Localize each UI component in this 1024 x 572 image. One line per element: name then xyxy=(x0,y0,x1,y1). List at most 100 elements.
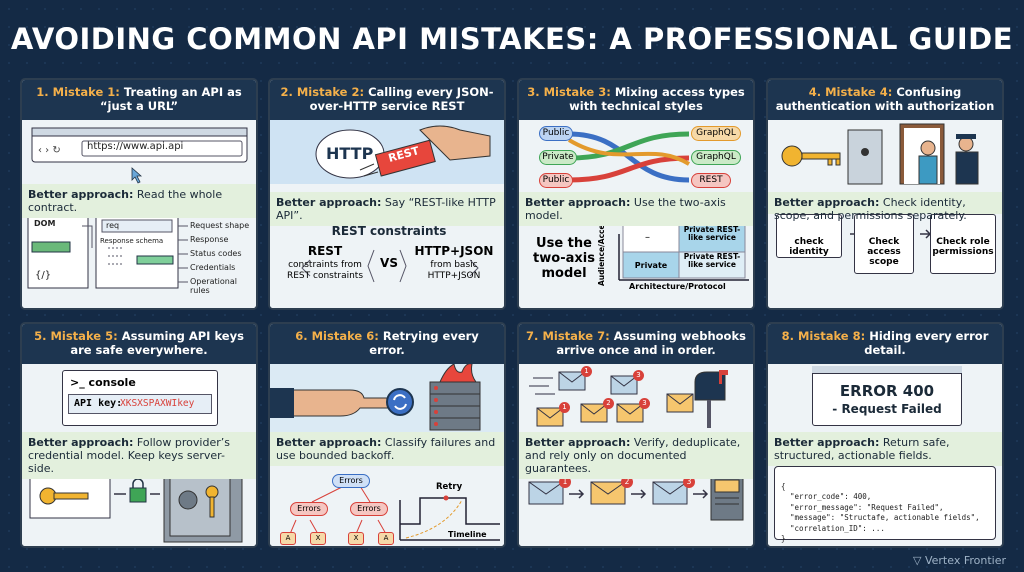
card-header: 5. Mistake 5: Assuming API keys are safe… xyxy=(22,324,256,364)
brand-logo-icon: ▽ xyxy=(913,554,922,567)
mistake-label: Mistake 7: xyxy=(542,329,610,343)
two-axis-model-label: Use the two-axis model xyxy=(533,236,595,281)
better-text: Classify failures and use bounded backof… xyxy=(276,436,496,462)
card-mistake-5: 5. Mistake 5: Assuming API keys are safe… xyxy=(20,322,258,548)
better-label: Better approach: xyxy=(28,436,134,449)
mistake-label: Mistake 8: xyxy=(797,329,866,343)
svg-text:‹ › ↻: ‹ › ↻ xyxy=(38,145,61,156)
pill-public-2: Public xyxy=(539,173,573,188)
mistake-label: Mistake 3: xyxy=(543,85,611,99)
stamp-illustration xyxy=(301,125,491,283)
better-approach: Better approach: Verify, deduplicate, an… xyxy=(519,432,753,479)
better-approach: Better approach: Say “REST-like HTTP API… xyxy=(270,192,504,226)
door-illustration xyxy=(781,123,979,239)
badge-order-1: 1 xyxy=(559,476,571,488)
page-title: AVOIDING COMMON API MISTAKES: A PROFESSI… xyxy=(10,22,1014,56)
timeline-label: Timeline xyxy=(448,530,487,539)
label-credentials: Credentials xyxy=(190,263,236,272)
card-header: 4. Mistake 4: Confusing authentication w… xyxy=(768,80,1002,120)
card-number: 5. xyxy=(34,329,47,343)
card-mistake-2: 2. Mistake 2: Calling every JSON-over-HT… xyxy=(268,78,506,310)
webhook-illustration xyxy=(528,370,744,521)
tree-leaf-2: X xyxy=(310,532,326,545)
tree-leaf-3: X xyxy=(348,532,364,545)
better-label: Better approach: xyxy=(774,196,880,209)
dom-label: DOM xyxy=(34,219,56,228)
mistake-title: Assuming API keys are safe everywhere. xyxy=(70,329,244,357)
tree-child-1: Errors xyxy=(290,502,328,516)
apikey-label: API key: xyxy=(74,398,123,409)
tree-root: Errors xyxy=(332,474,370,488)
tree-leaf-1: A xyxy=(280,532,296,545)
better-label: Better approach: xyxy=(525,196,631,209)
mistake-label: Mistake 5: xyxy=(50,329,118,343)
url-bar-text[interactable]: https://www.api.api xyxy=(87,141,184,152)
card-mistake-3: 3. Mistake 3: Mixing access types with t… xyxy=(517,78,755,310)
badge-scatter-3: 1 xyxy=(559,402,570,413)
label-status-codes: Status codes xyxy=(190,249,242,258)
card-body: ‹ › ↻ https://www.api.api DOM {/} req Re… xyxy=(22,120,256,308)
card-body: Public Private Public GraphQL GraphQL RE… xyxy=(519,120,753,308)
step-check-identity: check identity xyxy=(776,214,842,258)
mistake-title: Treating an API as “just a URL” xyxy=(99,85,242,113)
json-line: "message": "Structafe, actionable fields… xyxy=(781,513,980,522)
card-number: 2. xyxy=(280,85,293,99)
better-approach: Better approach: Follow provider’s crede… xyxy=(22,432,256,479)
code-icon: {/} xyxy=(35,270,52,281)
error-code-text: ERROR 400 xyxy=(839,382,935,400)
pill-graphql-1: GraphQL xyxy=(691,126,741,141)
better-label: Better approach: xyxy=(276,196,382,209)
better-text: Verify, deduplicate, and rely only on do… xyxy=(525,436,741,475)
better-label: Better approach: xyxy=(774,436,880,449)
better-approach: Better approach: Use the two-axis model. xyxy=(519,192,753,226)
better-label: Better approach: xyxy=(525,436,631,449)
json-line: "error_code": 400, xyxy=(781,492,872,501)
better-text: Follow provider’s credential model. Keep… xyxy=(28,436,230,475)
card-number: 1. xyxy=(36,85,49,99)
better-approach: Better approach: Check identity, scope, … xyxy=(768,192,1002,222)
json-line: } xyxy=(781,534,786,543)
mistake-label: Mistake 6: xyxy=(311,329,379,343)
card-header: 2. Mistake 2: Calling every JSON-over-HT… xyxy=(270,80,504,120)
card-header: 8. Mistake 8: Hiding every error detail. xyxy=(768,324,1002,364)
tree-leaf-4: A xyxy=(378,532,394,545)
card-mistake-6: 6. Mistake 6: Retrying every error. Erro… xyxy=(268,322,506,548)
card-header: 7. Mistake 7: Assuming webhooks arrive o… xyxy=(519,324,753,364)
card-number: 3. xyxy=(527,85,540,99)
card-header: 3. Mistake 3: Mixing access types with t… xyxy=(519,80,753,120)
mistake-title: Retrying every error. xyxy=(369,329,479,357)
better-text: Check identity, scope, and permissions s… xyxy=(774,196,967,222)
card-mistake-7: 7. Mistake 7: Assuming webhooks arrive o… xyxy=(517,322,755,548)
pill-public-1: Public xyxy=(539,126,573,141)
better-approach: Better approach: Read the whole contract… xyxy=(22,184,256,218)
json-line: "error_message": "Request Failed", xyxy=(781,502,944,512)
vs-label: VS xyxy=(380,256,398,270)
y-axis-label: Audience/Access xyxy=(597,215,606,287)
pill-graphql-2: GraphQL xyxy=(691,150,741,165)
quadrant-private-rest-bottom: Private REST-like service xyxy=(683,252,741,269)
card-number: 7. xyxy=(526,329,539,343)
better-text: Return safe, structured, actionable fiel… xyxy=(774,436,950,462)
retry-label: Retry xyxy=(436,482,463,492)
error-message-text: - Request Failed xyxy=(832,402,942,416)
json-line: "correlation_ID": ... xyxy=(781,523,885,533)
tree-child-2: Errors xyxy=(350,502,388,516)
card-body: Errors Errors Errors A X X A Retry Timel… xyxy=(270,364,504,546)
quadrant-private-rest-top: Private REST-like service xyxy=(683,225,741,242)
label-response: Response xyxy=(190,235,229,244)
card-number: 8. xyxy=(781,329,794,343)
mistake-title: Confusing authentication with authorizat… xyxy=(775,85,995,113)
better-label: Better approach: xyxy=(28,188,134,201)
quadrant-empty: – xyxy=(645,232,650,243)
constraints-title: REST constraints xyxy=(331,224,447,238)
label-request-shape: Request shape xyxy=(190,221,250,230)
response-schema-label: Response schema xyxy=(100,237,164,245)
pill-private: Private xyxy=(539,150,577,165)
mistake-title: Calling every JSON-over-HTTP service RES… xyxy=(309,85,494,113)
brand-name: Vertex Frontier xyxy=(924,554,1006,567)
better-text: Read the whole contract. xyxy=(28,188,223,214)
better-label: Better approach: xyxy=(276,436,382,449)
card-body: >_ console API key: XKSXSPAXWIkey Better… xyxy=(22,364,256,546)
mistake-label: Mistake 4: xyxy=(825,85,893,99)
card-mistake-4: 4. Mistake 4: Confusing authentication w… xyxy=(766,78,1004,310)
